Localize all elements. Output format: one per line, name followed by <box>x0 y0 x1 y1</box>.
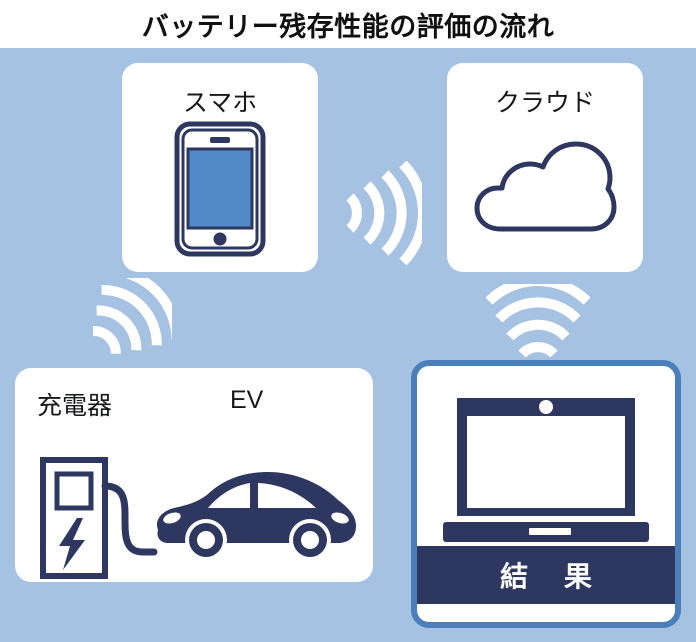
panel-cloud[interactable]: クラウド <box>447 63 643 272</box>
wifi-signal-phone-to-cloud <box>340 160 429 270</box>
page-title: バッテリー残存性能の評価の流れ <box>141 11 555 42</box>
result-banner: 結 果 <box>417 546 675 604</box>
result-label: 結 果 <box>500 561 606 592</box>
panel-result[interactable]: 結 果 <box>411 360 681 628</box>
panel-ev-charging[interactable]: 充電器 EV <box>15 368 373 582</box>
panel-smartphone[interactable]: スマホ <box>122 63 318 272</box>
smartphone-icon <box>174 121 266 262</box>
panel-smartphone-label: スマホ <box>182 89 258 117</box>
electric-car-icon <box>150 464 360 567</box>
wifi-signal-cloud-to-result <box>485 275 591 371</box>
diagram-canvas: スマホ クラウド 充電器 EV <box>0 48 696 642</box>
title-bar: バッテリー残存性能の評価の流れ <box>0 0 696 48</box>
panel-charger-label: 充電器 <box>37 392 113 420</box>
ev-charger-icon <box>39 456 159 585</box>
wifi-signal-ev-to-phone <box>68 265 182 375</box>
panel-ev-label: EV <box>230 386 264 414</box>
cloud-icon <box>473 141 617 242</box>
panel-cloud-label: クラウド <box>494 89 595 117</box>
laptop-icon <box>441 394 651 549</box>
